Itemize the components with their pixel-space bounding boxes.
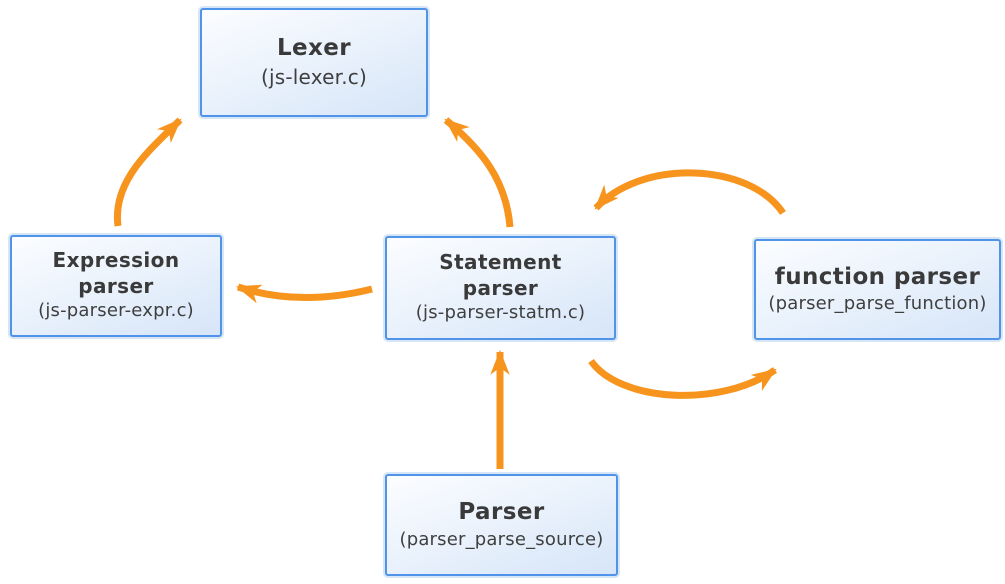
node-function-parser-title: function parser — [774, 263, 981, 290]
node-function-parser-subtitle: (parser_parse_function) — [768, 293, 987, 315]
node-statement-parser-title-line2: parser — [462, 275, 539, 300]
node-statement-parser-title-line1: Statement — [439, 250, 562, 275]
node-statement-parser: Statement parser (js-parser-statm.c) — [385, 236, 616, 340]
arrow-statement-parser-to-function-parser — [588, 358, 777, 399]
arrow-statement-parser-to-expression-parser — [235, 283, 373, 304]
node-parser-subtitle: (parser_parse_source) — [399, 528, 604, 550]
node-expression-parser-title-line1: Expression — [52, 248, 180, 273]
node-expression-parser-title-line2: parser — [78, 273, 154, 298]
node-lexer-subtitle: (js-lexer.c) — [261, 64, 367, 89]
arrow-statement-parser-to-lexer — [443, 117, 514, 228]
node-lexer: Lexer (js-lexer.c) — [200, 8, 428, 117]
arrow-expression-parser-to-lexer — [113, 117, 183, 227]
arrow-function-parser-to-statement-parser — [593, 169, 786, 216]
node-parser: Parser (parser_parse_source) — [385, 474, 618, 576]
node-expression-parser-subtitle: (js-parser-expr.c) — [38, 300, 194, 322]
node-lexer-title: Lexer — [276, 35, 352, 62]
node-expression-parser: Expression parser (js-parser-expr.c) — [10, 235, 222, 337]
node-statement-parser-subtitle: (js-parser-statm.c) — [415, 302, 586, 324]
node-function-parser: function parser (parser_parse_function) — [754, 239, 1001, 340]
node-parser-title: Parser — [458, 499, 545, 526]
